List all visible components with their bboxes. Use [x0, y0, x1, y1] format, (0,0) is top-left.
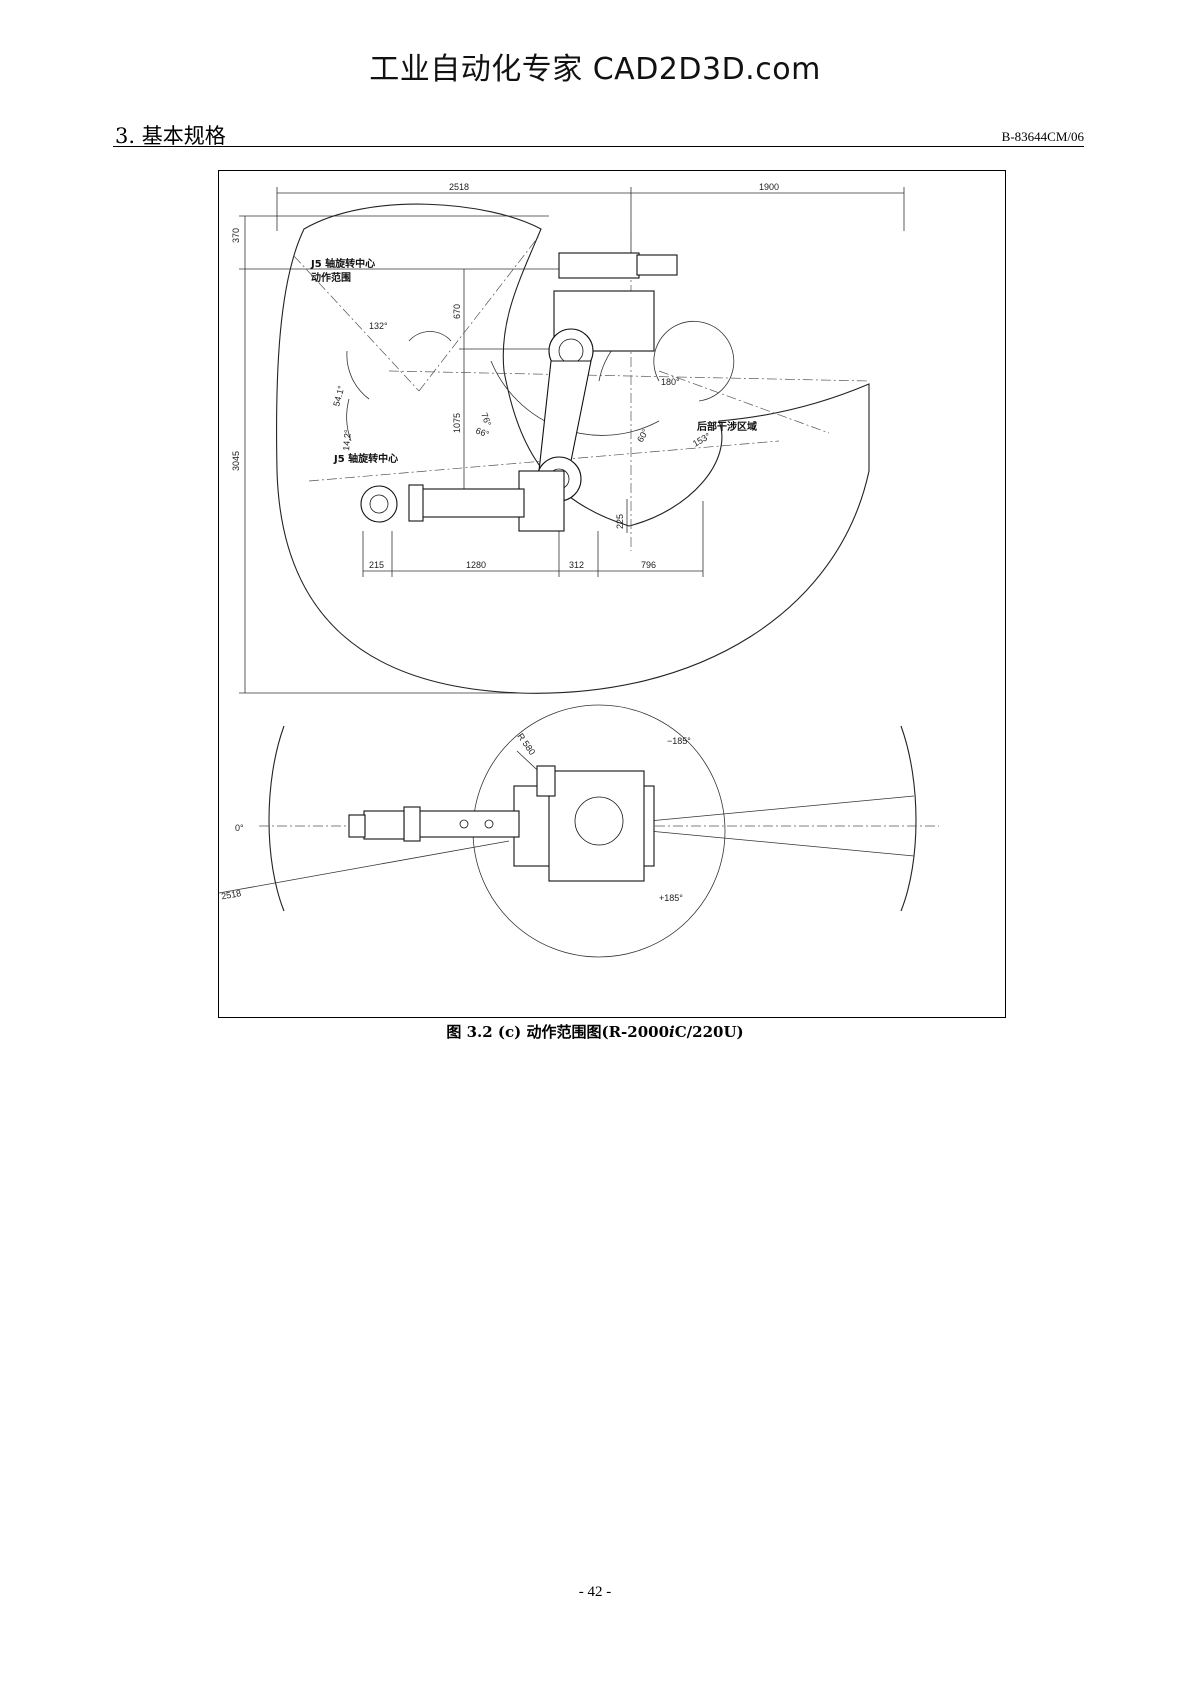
motion-range-drawing: 2518 1900 370 3045 670 1075 225 215 — [219, 182, 939, 958]
caption-suffix: C/220U) — [674, 1023, 744, 1041]
angle-153: 153° — [691, 431, 712, 449]
top-envelope-left — [268, 725, 285, 912]
dim-312: 312 — [569, 560, 584, 570]
angle-76: 76° — [479, 411, 493, 428]
label-pos185: +185° — [659, 893, 683, 903]
top-limit-line-lower — [648, 830, 915, 857]
side-centerline-2 — [388, 370, 870, 382]
side-view: 2518 1900 370 3045 670 1075 225 215 — [231, 182, 905, 694]
robot-top-j1-ring — [574, 796, 624, 846]
j5-range-line-b — [418, 235, 540, 392]
robot-side-wrist-flange — [408, 484, 424, 522]
arc-142 — [346, 398, 352, 442]
robot-side-base — [558, 252, 640, 279]
rear-interference-line — [658, 370, 830, 434]
angle-66: 66° — [474, 425, 491, 439]
label-neg185: −185° — [667, 736, 691, 746]
caption-italic: i — [669, 1023, 675, 1041]
dim-215: 215 — [369, 560, 384, 570]
robot-top-turret — [548, 770, 645, 882]
dim-670: 670 — [452, 304, 462, 319]
dim-796: 796 — [641, 560, 656, 570]
robot-side-j3-housing — [518, 470, 565, 532]
section-title: 3. 基本规格 — [115, 124, 226, 148]
robot-top-flange — [403, 806, 421, 842]
arc-180 — [653, 320, 735, 402]
robot-top-arm-hole-2 — [484, 819, 494, 829]
top-envelope-right — [900, 725, 917, 912]
j5-range-line-a — [293, 255, 420, 392]
side-work-envelope — [276, 203, 870, 694]
robot-side-wrist-hub — [369, 494, 389, 514]
dim-1280: 1280 — [466, 560, 486, 570]
dim-1075: 1075 — [452, 413, 462, 433]
top-view: 0° −185° +185° R 580 R 2518 — [219, 704, 939, 958]
label-zero: 0° — [235, 823, 244, 833]
note-j5-center: J5 轴旋转中心 — [333, 452, 398, 465]
robot-top-drawing — [348, 765, 655, 882]
figure-frame: 2518 1900 370 3045 670 1075 225 215 — [218, 170, 1006, 1018]
robot-top-motor — [536, 765, 556, 797]
robot-side-lower-arm — [538, 360, 592, 472]
top-r2518-leader — [219, 840, 510, 894]
angle-180: 180° — [661, 377, 680, 387]
note-j5-range-line2: 动作范围 — [311, 271, 351, 284]
caption-prefix: 图 3.2 (c) 动作范围图(R-2000 — [446, 1023, 670, 1041]
dim-1900: 1900 — [759, 182, 779, 192]
robot-side-motor — [636, 254, 678, 276]
page-number: - 42 - — [578, 1584, 612, 1600]
header-rule — [113, 146, 1084, 147]
angle-541: 54.1° — [331, 384, 346, 407]
dim-225: 225 — [615, 514, 625, 529]
robot-top-wrist — [363, 810, 405, 840]
robot-side-upper-arm — [418, 488, 525, 518]
dim-3045: 3045 — [231, 451, 241, 471]
top-limit-line-upper — [648, 795, 915, 822]
dim-370: 370 — [231, 228, 241, 243]
robot-side-drawing — [360, 252, 678, 532]
dim-2518-top: 2518 — [449, 182, 469, 192]
label-r2518: R 2518 — [219, 888, 242, 903]
arc-541 — [346, 350, 370, 400]
robot-top-tool-plate — [348, 814, 366, 838]
document-code: B-83644CM/06 — [1001, 129, 1084, 144]
robot-side-wrist — [360, 485, 398, 523]
watermark-text: 工业自动化专家 CAD2D3D.com — [369, 52, 821, 87]
angle-142: 14.2° — [341, 429, 353, 451]
arc-132 — [408, 331, 452, 342]
angle-132: 132° — [369, 321, 388, 331]
robot-top-arm-hole-1 — [459, 819, 469, 829]
robot-top-arm — [418, 810, 520, 838]
figure-caption: 图 3.2 (c) 动作范围图(R-2000iC/220U) — [0, 1021, 1190, 1042]
note-rear-interference: 后部干涉区域 — [697, 420, 757, 433]
angle-60: 60° — [635, 427, 651, 444]
note-j5-range-line1: J5 轴旋转中心 — [310, 257, 375, 270]
